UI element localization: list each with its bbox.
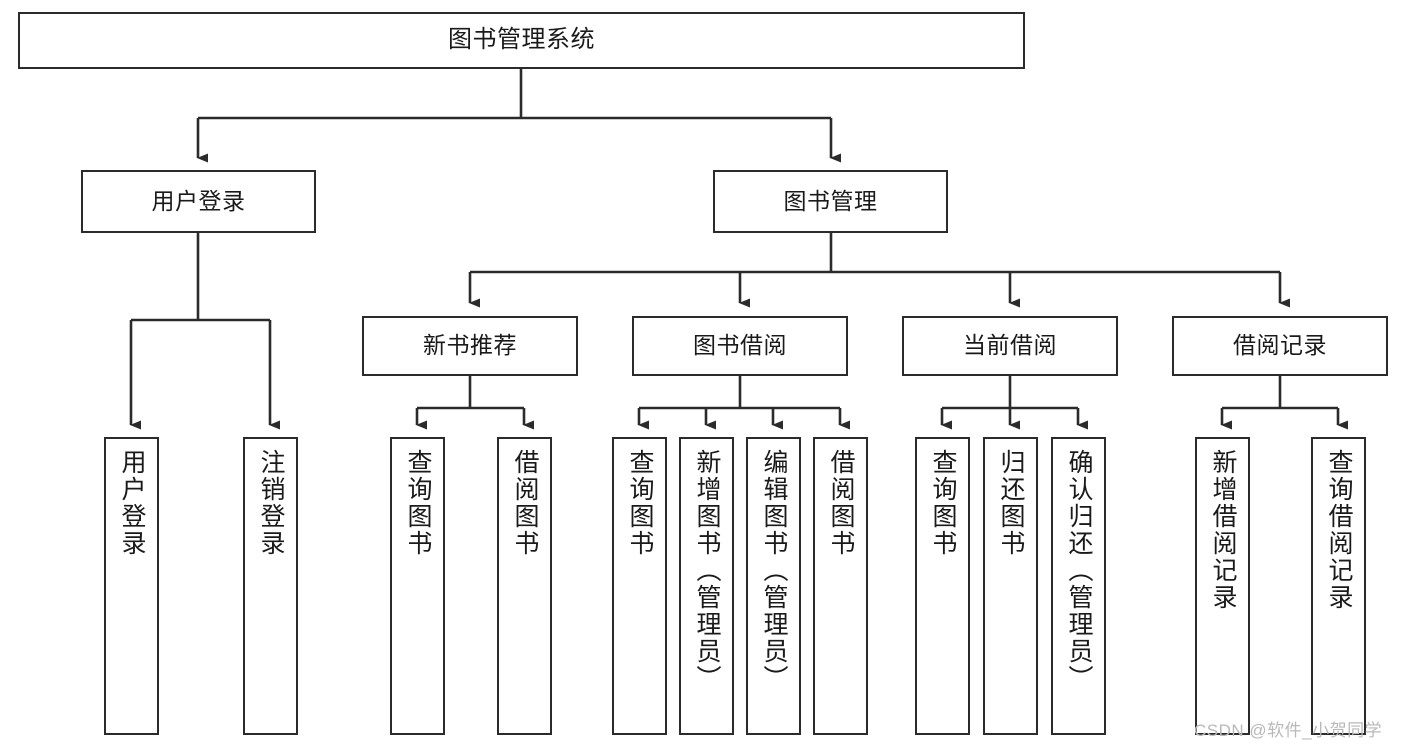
leaf-borrow-query-book[interactable]: 查询图书	[612, 437, 667, 735]
node-user-login[interactable]: 用户登录	[81, 170, 316, 233]
node-label: 借阅记录	[1233, 332, 1327, 359]
leaf-record-add-record[interactable]: 新增借阅记录	[1195, 437, 1250, 735]
node-label: 图书管理	[783, 187, 878, 214]
node-label: 注销登录	[257, 449, 285, 557]
node-label: 图书借阅	[693, 332, 787, 359]
leaf-current-confirm-return-admin[interactable]: 确认归还（管理员）	[1051, 437, 1106, 735]
leaf-recommend-borrow-book[interactable]: 借阅图书	[497, 437, 552, 735]
node-current-borrow[interactable]: 当前借阅	[902, 316, 1118, 376]
leaf-user-login-logout[interactable]: 注销登录	[243, 437, 298, 735]
node-new-book-recommend[interactable]: 新书推荐	[362, 316, 578, 376]
node-book-borrow[interactable]: 图书借阅	[632, 316, 848, 376]
node-label: 查询图书	[929, 449, 957, 557]
node-label: 用户登录	[151, 187, 246, 214]
node-label: 查询借阅记录	[1325, 449, 1353, 611]
node-label: 归还图书	[997, 449, 1025, 557]
node-root-system[interactable]: 图书管理系统	[18, 12, 1025, 69]
node-label: 新书推荐	[423, 332, 517, 359]
leaf-user-login-login[interactable]: 用户登录	[104, 437, 159, 735]
node-label: 确认归还（管理员）	[1065, 449, 1093, 692]
node-label: 编辑图书（管理员）	[760, 449, 788, 692]
node-label: 查询图书	[626, 449, 654, 557]
node-label: 新增借阅记录	[1209, 449, 1237, 611]
leaf-recommend-query-book[interactable]: 查询图书	[390, 437, 445, 735]
node-borrow-record[interactable]: 借阅记录	[1172, 316, 1388, 376]
node-label: 图书管理系统	[448, 26, 595, 54]
leaf-record-query-record[interactable]: 查询借阅记录	[1311, 437, 1366, 735]
leaf-borrow-edit-book-admin[interactable]: 编辑图书（管理员）	[746, 437, 801, 735]
leaf-borrow-borrow-book[interactable]: 借阅图书	[813, 437, 868, 735]
csdn-watermark: CSDN @软件_小贺同学	[1194, 721, 1383, 740]
leaf-current-query-book[interactable]: 查询图书	[915, 437, 970, 735]
node-label: 借阅图书	[827, 449, 855, 557]
node-label: 新增图书（管理员）	[693, 449, 721, 692]
leaf-current-return-book[interactable]: 归还图书	[983, 437, 1038, 735]
node-label: 当前借阅	[963, 332, 1057, 359]
leaf-borrow-add-book-admin[interactable]: 新增图书（管理员）	[679, 437, 734, 735]
node-label: 借阅图书	[511, 449, 539, 557]
node-label: 查询图书	[404, 449, 432, 557]
node-book-management[interactable]: 图书管理	[713, 170, 948, 233]
node-label: 用户登录	[118, 449, 146, 557]
